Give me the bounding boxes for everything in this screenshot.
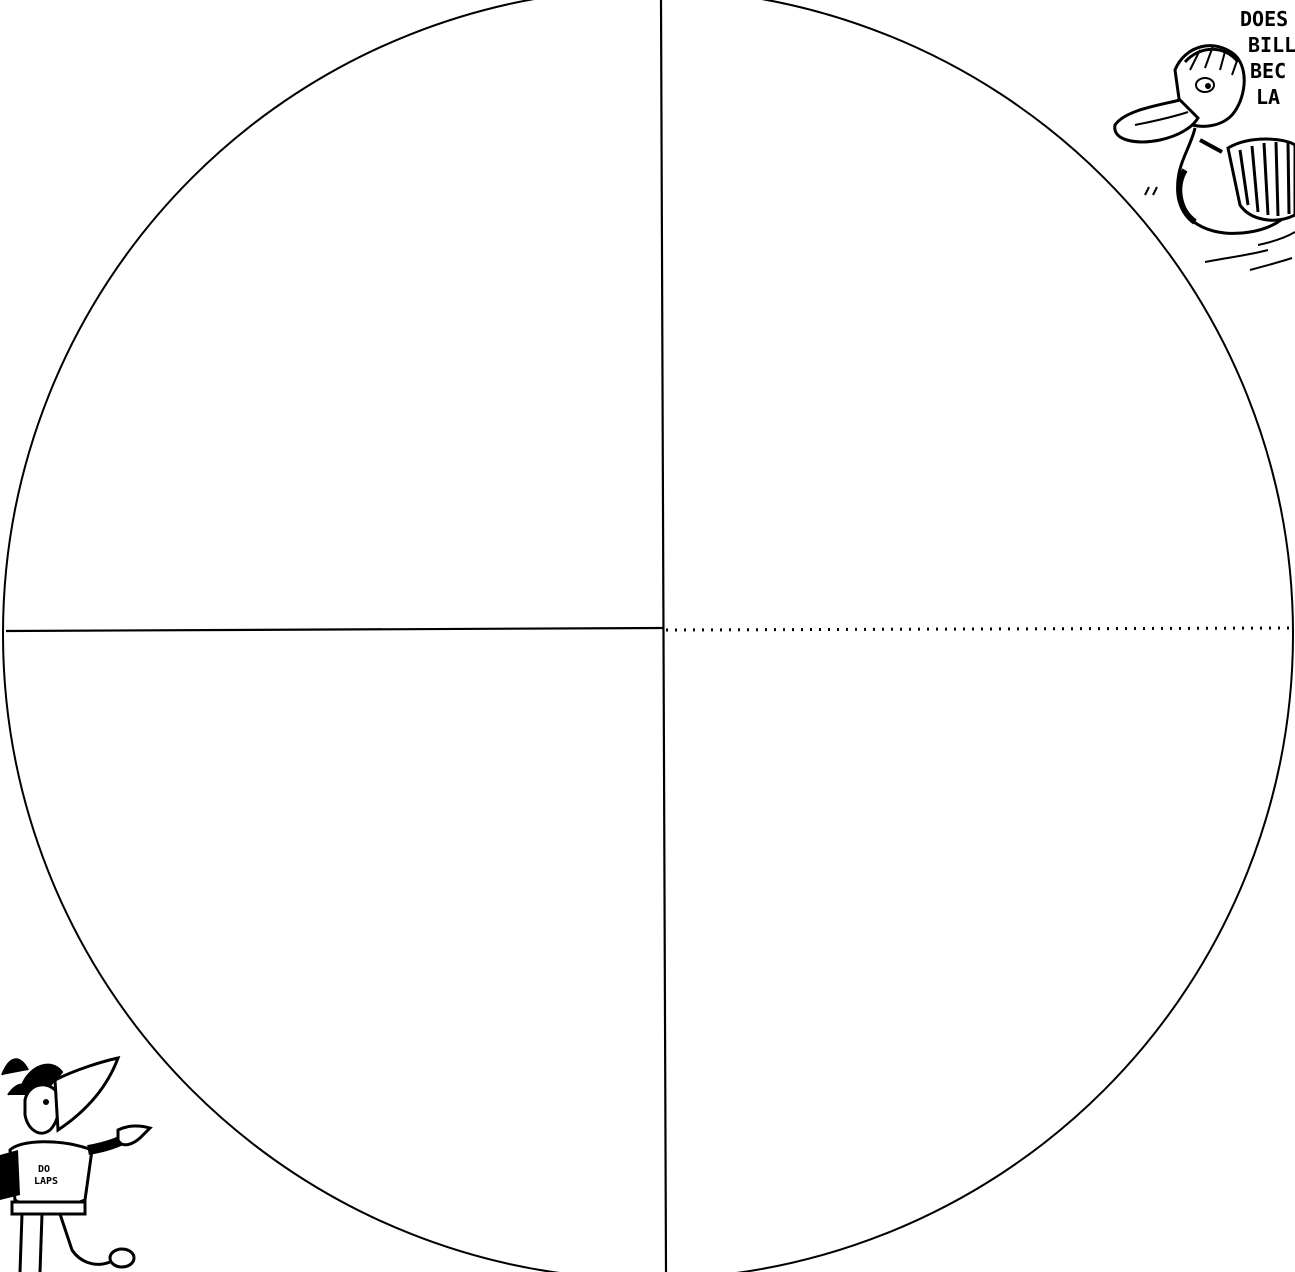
bird-shirt-line-2: LAPS [34, 1176, 58, 1187]
duck-caption-line-2: BILL [1248, 33, 1295, 57]
outer-circle [3, 0, 1293, 1272]
duck-caption-line-1: DOES [1240, 7, 1288, 31]
vertical-diameter [661, 0, 666, 1272]
duck-caption-line-4: LA [1256, 85, 1280, 109]
right-dotted-radius [666, 628, 1290, 630]
left-horizontal-radius [6, 628, 664, 631]
bird-shirt-line-1: DO [38, 1164, 50, 1175]
duck-caption-line-3: BEC [1250, 59, 1286, 83]
bird-cartoon-icon: DO LAPS [0, 1058, 150, 1272]
duck-cartoon-icon: DOES BILL BEC LA [1115, 7, 1295, 270]
